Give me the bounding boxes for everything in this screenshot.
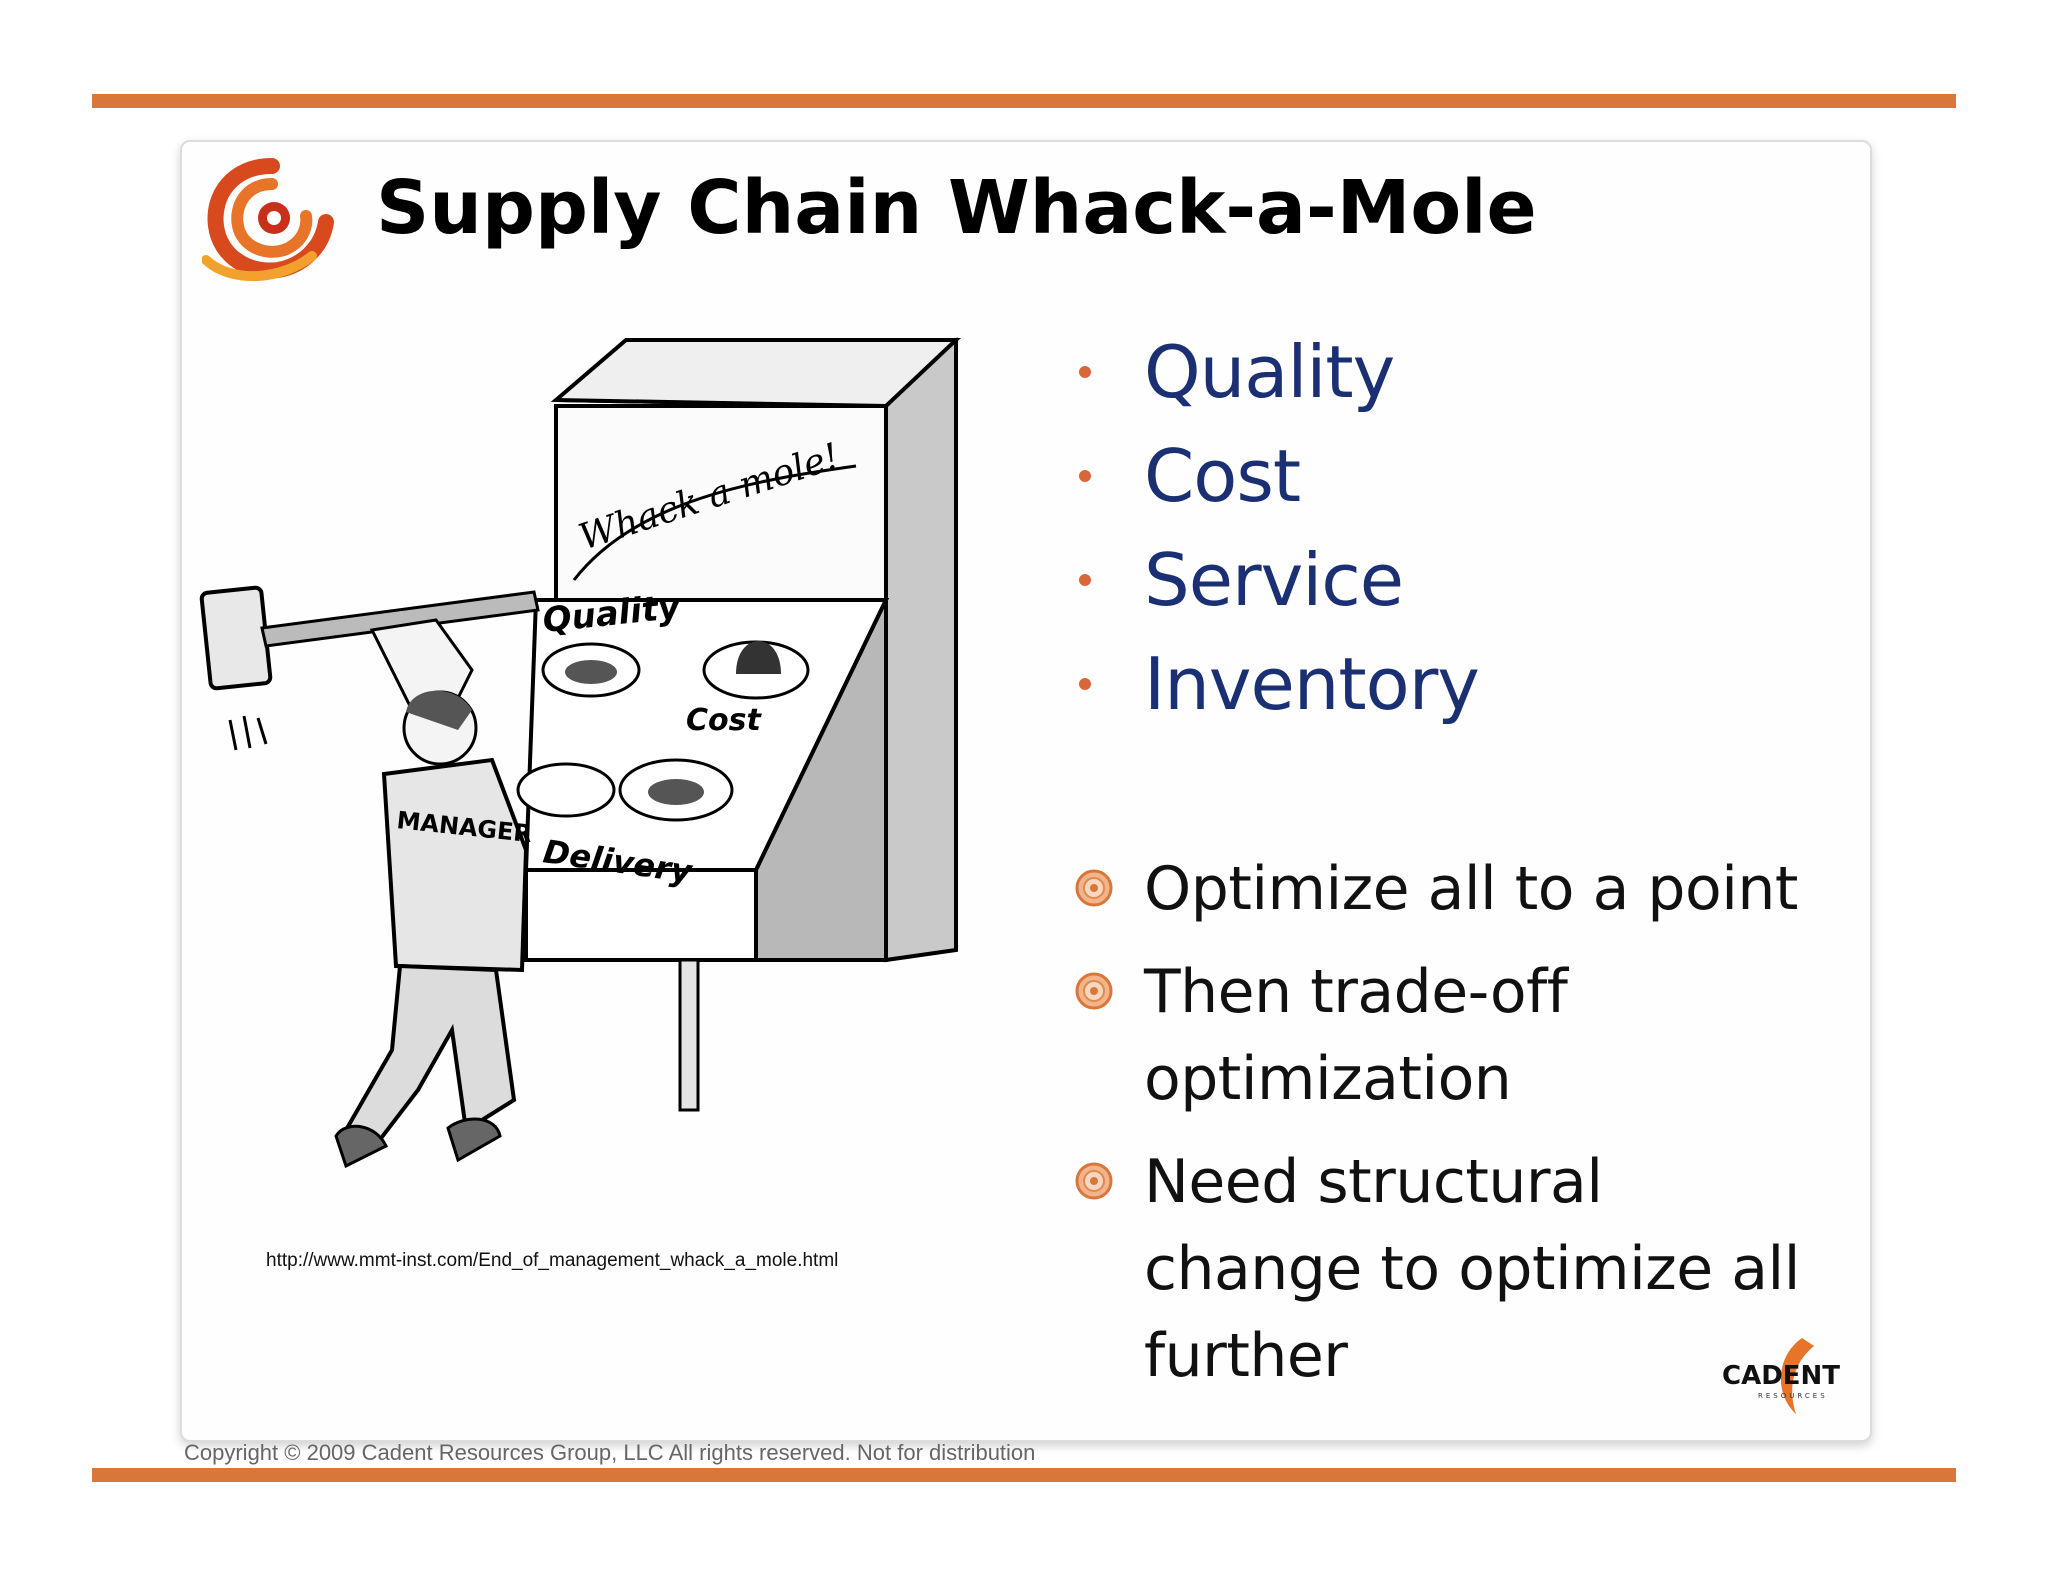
mallet-handle — [260, 590, 540, 648]
metric-label: Inventory — [1144, 642, 1480, 726]
manager-legs — [343, 963, 517, 1153]
machine-backboard — [554, 404, 888, 608]
bullet-dot-icon — [1079, 366, 1091, 378]
points-list: Optimize all to a point Then trade-off o… — [1070, 846, 1830, 1400]
machine-top — [550, 338, 962, 409]
point-text: Optimize all to a point — [1144, 854, 1798, 924]
bullet-dot-icon — [1079, 574, 1091, 586]
point-item: Need structural change to optimize all f… — [1070, 1139, 1830, 1400]
orb-bullet-icon — [1075, 1162, 1113, 1200]
image-source-caption: http://www.mmt-inst.com/End_of_managemen… — [266, 1250, 839, 1271]
hole-3 — [516, 762, 616, 818]
brand-subtext: RESOURCES — [1758, 1392, 1828, 1400]
right-shoe — [446, 1117, 502, 1163]
point-text: Need structural change to optimize all f… — [1144, 1147, 1800, 1391]
manager-hair — [406, 690, 472, 730]
cadent-flame-icon — [1780, 1338, 1814, 1414]
manager-jacket — [381, 757, 529, 973]
bullet-dot-icon — [1079, 678, 1091, 690]
hole-1-mole — [565, 660, 617, 684]
brand-name: CADENT — [1722, 1361, 1840, 1391]
whack-a-mole-illustration: Whack a mole! Quality Cost Delivery MANA… — [199, 337, 962, 1169]
orb-bullet-icon — [1075, 972, 1113, 1010]
point-item: Then trade-off optimization — [1070, 949, 1830, 1123]
bullet-dot-icon — [1079, 470, 1091, 482]
metric-label: Quality — [1144, 330, 1395, 414]
copyright-notice: Copyright © 2009 Cadent Resources Group,… — [184, 1440, 1036, 1465]
metric-label: Cost — [1144, 434, 1301, 518]
point-item: Optimize all to a point — [1070, 846, 1830, 933]
motion-lines — [228, 715, 268, 751]
popped-mole — [736, 641, 781, 674]
slide-title: Supply Chain Whack-a-Mole — [376, 165, 1537, 251]
orb-bullet-icon — [1075, 869, 1113, 907]
machine-front-panel — [524, 868, 758, 962]
swirl-logo-icon — [202, 158, 334, 281]
metric-label: Service — [1144, 538, 1404, 622]
hole-4-mole — [648, 779, 704, 805]
top-accent-rule — [92, 94, 1956, 108]
point-text: Then trade-off optimization — [1144, 957, 1568, 1114]
machine-leg — [678, 958, 700, 1112]
cadent-logo: CADENT RESOURCES — [1722, 1338, 1840, 1414]
sign-swoosh — [572, 464, 857, 581]
left-shoe — [334, 1124, 388, 1169]
mallet-head — [199, 585, 273, 691]
hole-label-cost: Cost — [686, 703, 762, 738]
bottom-accent-rule — [92, 1468, 1956, 1482]
